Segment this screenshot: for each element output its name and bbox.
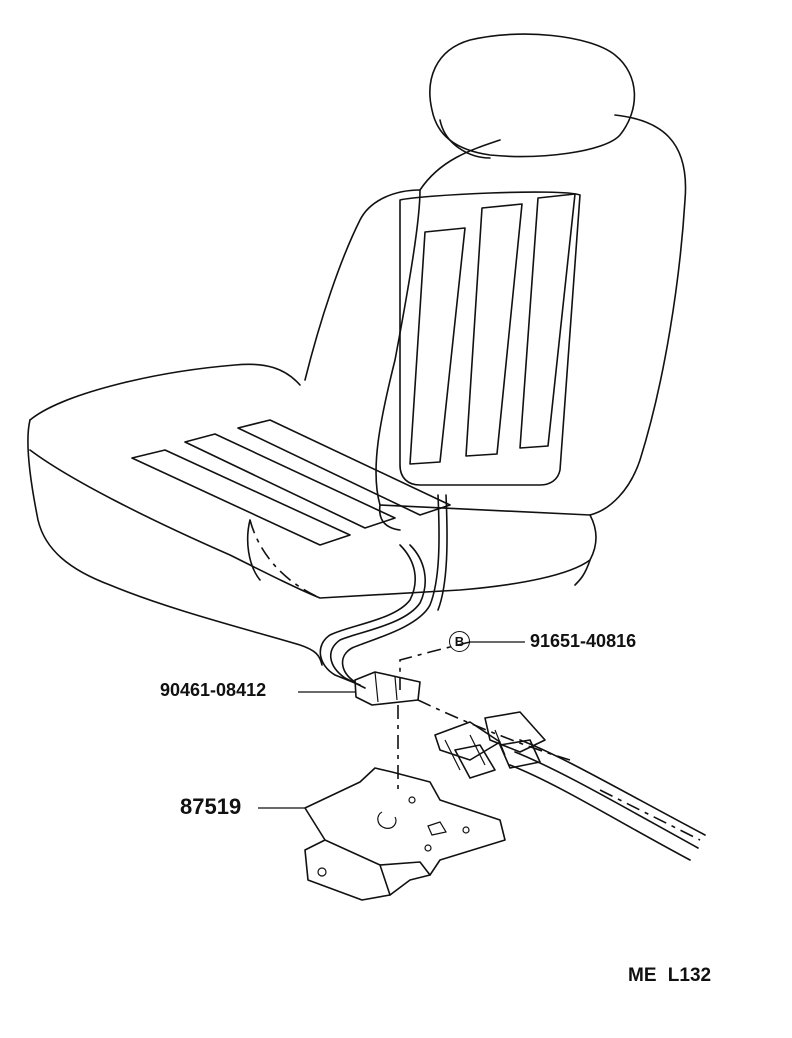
- seat-cushion: [27, 363, 597, 666]
- seat-bracket: [304, 767, 506, 901]
- wire-harness: [319, 494, 706, 861]
- reference-marker-b: B: [449, 631, 470, 652]
- part-number-87519: 87519: [180, 794, 242, 819]
- headrest: [429, 33, 636, 159]
- diagram-code: ME L132: [628, 965, 712, 986]
- seat-back: [304, 114, 687, 531]
- part-number-91651-40816: 91651-40816: [530, 631, 637, 651]
- callout-leaders: [258, 641, 525, 809]
- part-number-90461-08412: 90461-08412: [160, 680, 267, 700]
